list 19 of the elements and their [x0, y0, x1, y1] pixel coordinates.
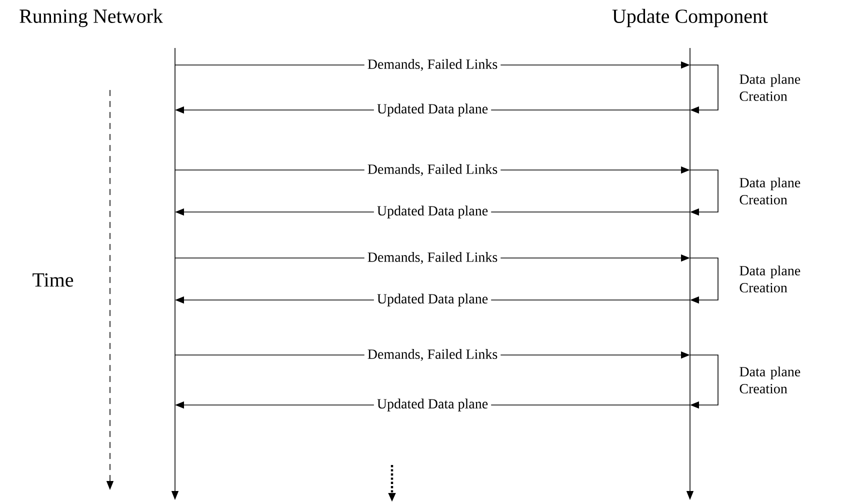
edge-label: Data plane Creation	[740, 366, 800, 394]
edge-label: Updated Data plane	[374, 290, 492, 310]
self-arrow	[690, 64, 718, 114]
self-arrow	[690, 354, 718, 409]
lifeline-header: Running Network	[20, 8, 163, 28]
edge-label: Demands, Failed Links	[364, 56, 501, 74]
edge-label: Updated Data plane	[374, 100, 492, 120]
edge-label: Data plane Creation	[740, 74, 800, 101]
self-arrow	[690, 170, 718, 216]
lifeline-header: Update Component	[612, 8, 768, 28]
edge-label: Demands, Failed Links	[364, 249, 501, 267]
edge-label: Data plane Creation	[740, 266, 800, 292]
edge-label: Demands, Failed Links	[364, 161, 501, 179]
edge-label: Demands, Failed Links	[364, 346, 501, 364]
self-arrow	[690, 258, 718, 304]
edge-label: Data plane Creation	[740, 178, 800, 204]
axis-label: Time	[32, 273, 74, 287]
edge-label: Updated Data plane	[374, 396, 492, 414]
edge-label: Updated Data plane	[374, 202, 492, 222]
